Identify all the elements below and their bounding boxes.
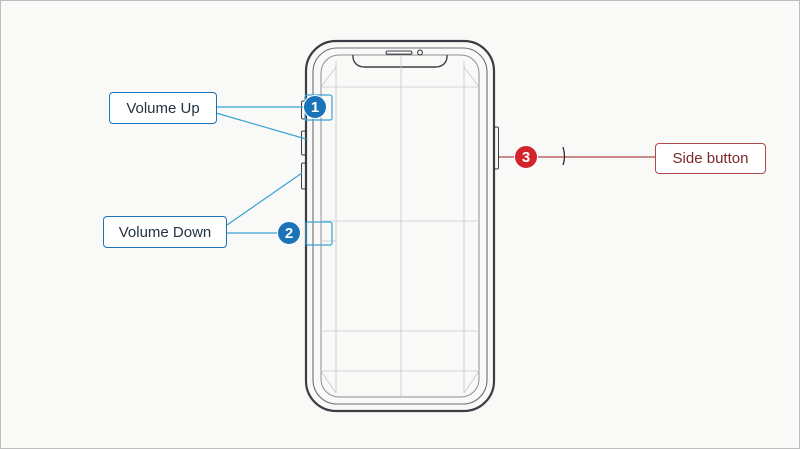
leader-volume-up-b [215,112,307,140]
callout-badge-1: 1 [303,95,327,119]
volume-down-label: Volume Down [103,216,227,248]
speaker-grille [385,50,413,55]
side-button-tick [562,146,566,166]
phone-notch [352,55,448,68]
side-key [494,126,499,170]
volume-down-highlight [305,221,333,246]
callout-badge-3: 3 [514,145,538,169]
volume-up-key [301,130,306,156]
volume-down-key [301,162,306,190]
phone-outer-frame [304,39,496,413]
phone-illustration [301,39,499,413]
phone-screen [320,54,480,398]
leader-volume-down-a [226,172,303,226]
phone-inner-frame [312,47,488,405]
volume-up-label: Volume Up [109,92,217,124]
construction-grid [320,55,480,397]
side-button-label: Side button [655,143,766,174]
front-camera [417,49,423,56]
callout-badge-2: 2 [277,221,301,245]
leader-lines [215,106,656,234]
